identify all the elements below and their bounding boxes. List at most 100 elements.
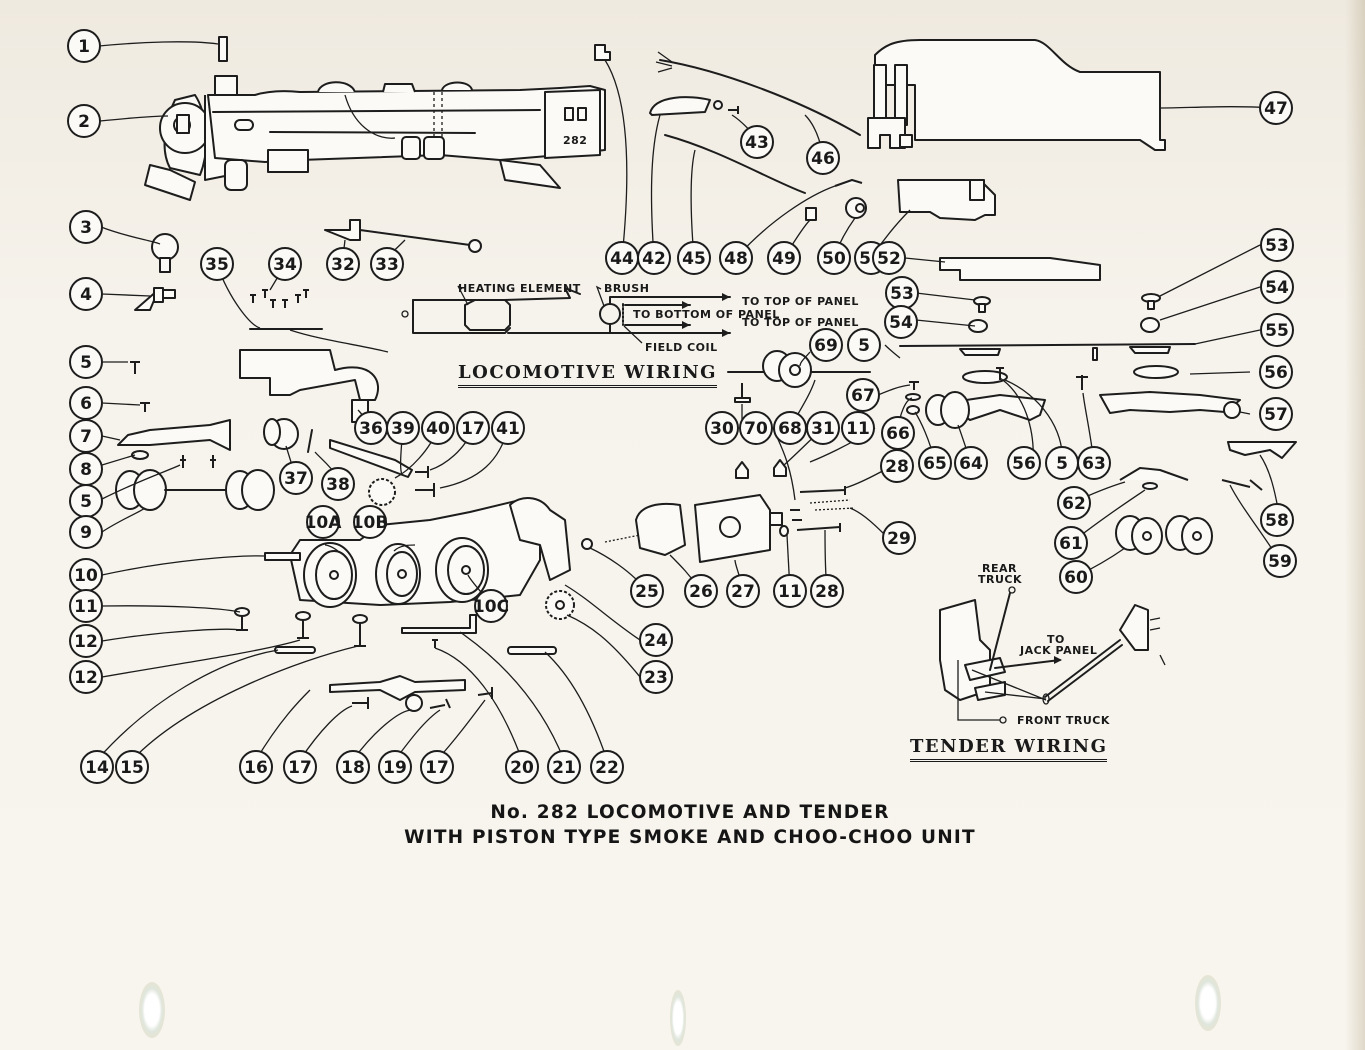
callout-64: 64 [954, 446, 988, 480]
callout-number: 5 [858, 336, 870, 356]
callout-number: 27 [731, 582, 755, 602]
callout-16: 16 [239, 750, 273, 784]
callout-8: 8 [69, 452, 103, 486]
part-67-drawing [909, 381, 919, 390]
callout-39: 39 [386, 411, 420, 445]
callout-38: 38 [321, 467, 355, 501]
callout-5: 5 [847, 328, 881, 362]
label-heating-element: HEATING ELEMENT [458, 282, 581, 295]
callout-circle [817, 241, 851, 275]
callout-circle [1007, 446, 1041, 480]
callout-26: 26 [684, 574, 718, 608]
binder-hole-center [670, 990, 686, 1046]
part-10-frame-drivers-drawing [264, 497, 571, 608]
callout-35: 35 [200, 247, 234, 281]
callout-circle [115, 750, 149, 784]
callout-number: 54 [889, 313, 913, 333]
callout-circle [69, 210, 103, 244]
part-43-screw-drawing [728, 106, 739, 114]
callout-circle [1054, 526, 1088, 560]
callout-number: 48 [724, 249, 748, 269]
callout-circle [239, 750, 273, 784]
callout-4: 4 [69, 277, 103, 311]
tender-wiring-title: TENDER WIRING [910, 736, 1108, 762]
label-front-truck: FRONT TRUCK [1017, 714, 1110, 727]
callout-18: 18 [336, 750, 370, 784]
callout-number: 53 [1265, 236, 1289, 256]
callout-circle [505, 750, 539, 784]
callout-number: 43 [745, 133, 769, 153]
label-to-top-of-panel-1: TO TOP OF PANEL [742, 295, 859, 308]
callout-circle [1259, 397, 1293, 431]
callout-number: 56 [1264, 363, 1288, 383]
callout-28: 28 [810, 574, 844, 608]
callout-10b: 10B [352, 505, 389, 539]
callout-circle [474, 589, 508, 623]
callout-number: 61 [1059, 534, 1083, 554]
callout-number: 10A [305, 513, 343, 533]
callout-32: 32 [326, 247, 360, 281]
part-62-bar-drawing [1119, 467, 1189, 481]
callout-number: 57 [1264, 405, 1288, 425]
callout-number: 4 [80, 285, 92, 305]
callout-30: 30 [705, 411, 739, 445]
callout-circle [880, 449, 914, 483]
binder-hole-left [139, 982, 165, 1038]
callout-number: 28 [815, 582, 839, 602]
callout-14: 14 [80, 750, 114, 784]
callout-circle [1260, 503, 1294, 537]
callout-number: 31 [811, 419, 835, 439]
parts-68-70-drawing [727, 350, 871, 403]
callout-number: 56 [1012, 454, 1036, 474]
callout-number: 1 [78, 37, 90, 57]
callout-17: 17 [283, 750, 317, 784]
callout-circle [370, 247, 404, 281]
callout-circle [547, 750, 581, 784]
callout-circle [810, 574, 844, 608]
callout-number: 55 [1265, 321, 1289, 341]
part-38-pin-drawing [307, 429, 313, 453]
tender-wiring-schematic: REAR TRUCK TO JACK PANEL FRONT TRUCK [939, 562, 1166, 727]
callout-circle [378, 750, 412, 784]
part-55-floor-drawing [899, 343, 1196, 361]
callout-59: 59 [1263, 544, 1297, 578]
callout-24: 24 [639, 623, 673, 657]
callout-circle [639, 623, 673, 657]
callout-number: 49 [772, 249, 796, 269]
callout-circle [719, 241, 753, 275]
part-60-wheelsets-drawing [1115, 515, 1213, 555]
callout-number: 52 [877, 249, 901, 269]
part-5-screw-drawing [130, 361, 140, 374]
part-30-brush-drawing [735, 461, 749, 479]
callout-58: 58 [1260, 503, 1294, 537]
callout-number: 8 [80, 460, 92, 480]
part-58-coupler-drawing [1227, 441, 1297, 459]
callout-number: 6 [80, 394, 92, 414]
callout-number: 12 [74, 632, 98, 652]
callout-40: 40 [421, 411, 455, 445]
document-title: No. 282 LOCOMOTIVE AND TENDER WITH PISTO… [380, 800, 1000, 850]
callout-circle [1059, 560, 1093, 594]
callout-number: 23 [644, 668, 668, 688]
callout-63: 63 [1077, 446, 1111, 480]
part-66-washer-drawing [905, 393, 921, 401]
callout-circle [590, 750, 624, 784]
callout-29: 29 [882, 521, 916, 555]
part-40-gear-drawing [368, 478, 396, 506]
callout-27: 27 [726, 574, 760, 608]
callout-47: 47 [1259, 91, 1293, 125]
callout-circle [80, 750, 114, 784]
callout-circle [421, 411, 455, 445]
callout-circle [739, 411, 773, 445]
callout-number: 10B [352, 513, 389, 533]
callout-number: 12 [74, 668, 98, 688]
callout-45: 45 [677, 241, 711, 275]
callout-9: 9 [69, 515, 103, 549]
callout-number: 68 [778, 419, 802, 439]
callout-circle [69, 589, 103, 623]
callout-circle [67, 104, 101, 138]
callout-25: 25 [630, 574, 664, 608]
callout-circle [841, 411, 875, 445]
callout-number: 25 [635, 582, 659, 602]
